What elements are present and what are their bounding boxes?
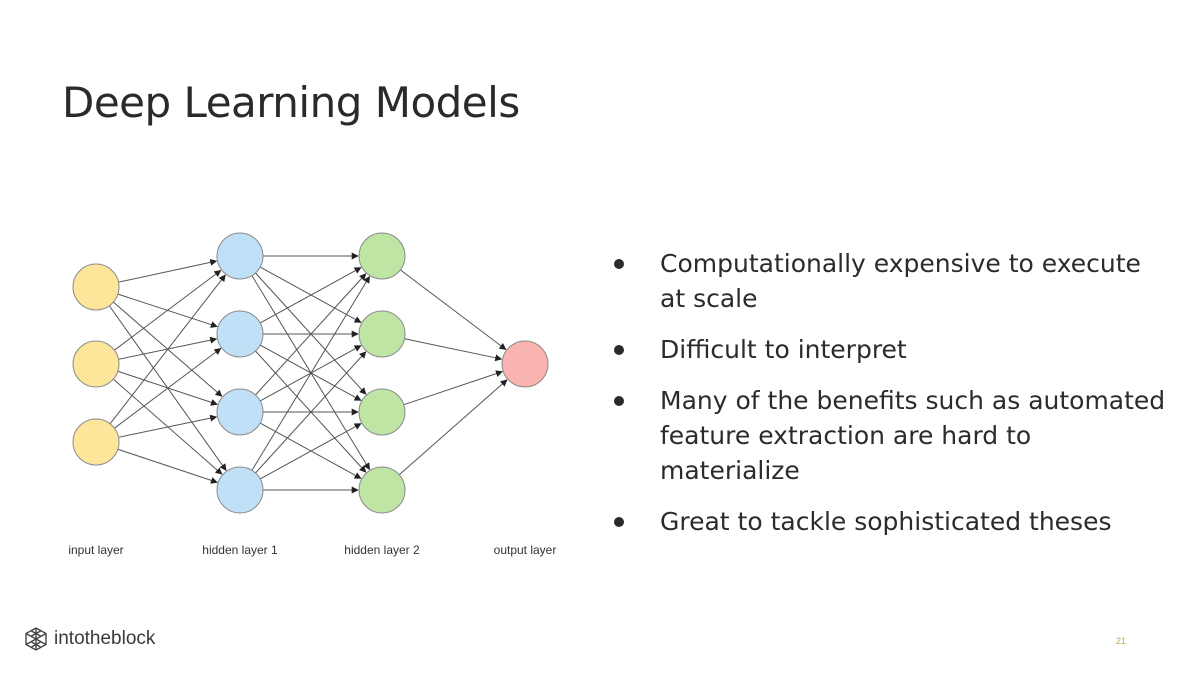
bullet-dot [614, 259, 624, 269]
network-edge [403, 370, 503, 406]
bullet-list: Computationally expensive to execute at … [612, 246, 1172, 555]
network-edge [255, 273, 367, 396]
network-node [358, 388, 406, 436]
network-edge [255, 351, 367, 474]
bullet-dot [614, 345, 624, 355]
network-edge [259, 267, 362, 324]
network-edge [251, 275, 370, 471]
network-edge [114, 269, 222, 351]
layer-label: hidden layer 1 [202, 543, 278, 557]
brand-name: intotheblock [54, 628, 156, 649]
network-node [216, 310, 264, 358]
network-node [72, 340, 120, 388]
layer-label: output layer [494, 543, 557, 557]
network-node [358, 232, 406, 280]
network-node [216, 388, 264, 436]
network-edges [108, 252, 508, 494]
bullet-item: Many of the benefits such as automated f… [612, 383, 1172, 488]
bullet-item: Computationally expensive to execute at … [612, 246, 1172, 316]
brand-logo: intotheblock [24, 626, 155, 652]
network-edge [400, 269, 507, 350]
network-edge [118, 258, 218, 283]
bullet-item: Difficult to interpret [612, 332, 1172, 367]
network-nodes [72, 232, 549, 514]
network-node [72, 263, 120, 311]
bullet-dot [614, 396, 624, 406]
layer-labels: input layer hidden layer 1 hidden layer 2 o… [68, 543, 556, 557]
bullet-item: Great to tackle sophisticated theses [612, 504, 1172, 539]
layer-label: input layer [68, 543, 123, 557]
network-node [72, 418, 120, 466]
network-node [216, 466, 264, 514]
cube-lattice-icon [25, 627, 47, 651]
page-number: 21 [1116, 636, 1127, 646]
network-edge [118, 414, 218, 438]
layer-label: hidden layer 2 [344, 543, 420, 557]
network-node [501, 340, 549, 388]
network-node [358, 310, 406, 358]
network-edge [114, 347, 222, 429]
network-edge [109, 274, 226, 425]
network-edge [404, 338, 503, 362]
network-node [216, 232, 264, 280]
network-edge [117, 448, 218, 484]
network-edge [259, 423, 362, 480]
slide-title: Deep Learning Models [62, 78, 520, 127]
bullet-dot [614, 517, 624, 527]
network-edge [398, 379, 508, 476]
network-node [358, 466, 406, 514]
